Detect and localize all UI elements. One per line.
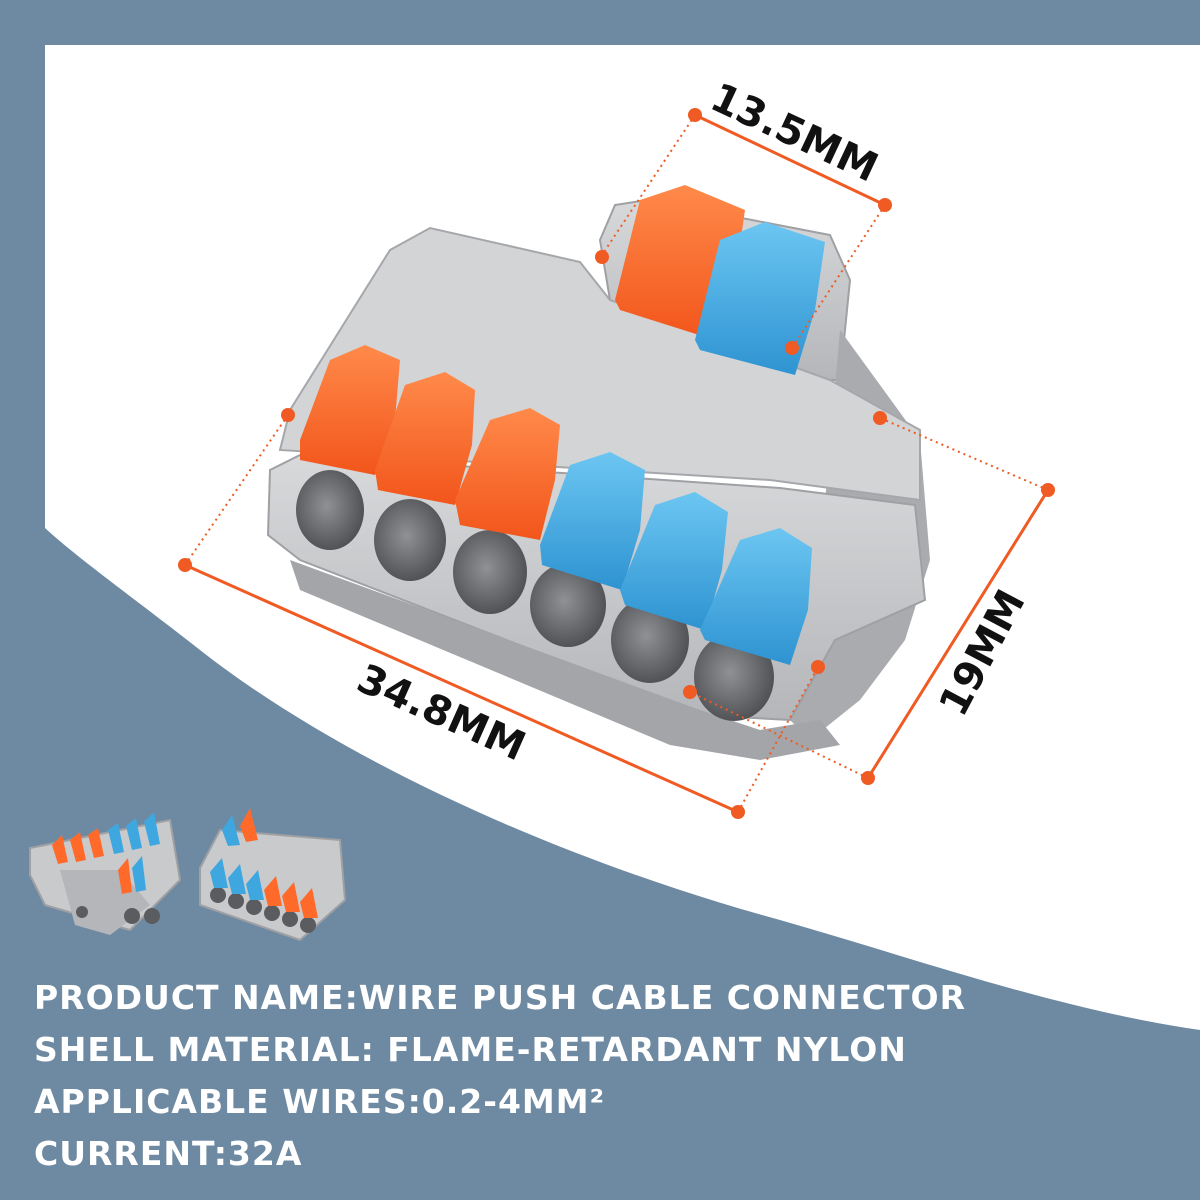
spec-applicable-wires: APPLICABLE WIRES:0.2-4MM²	[34, 1082, 606, 1121]
spec-shell-material: SHELL MATERIAL: FLAME-RETARDANT NYLON	[34, 1030, 907, 1069]
dimension-lines	[184, 113, 1050, 814]
product-specs: PRODUCT NAME:WIRE PUSH CABLE CONNECTOR S…	[34, 972, 966, 1180]
spec-product-name: PRODUCT NAME:WIRE PUSH CABLE CONNECTOR	[34, 978, 966, 1017]
connector-product-image	[266, 185, 930, 760]
thumbnail-connector-2	[199, 808, 347, 942]
spec-current: CURRENT:32A	[34, 1134, 303, 1173]
thumbnail-connector-1	[29, 812, 182, 935]
dimension-endpoints	[178, 108, 1055, 819]
